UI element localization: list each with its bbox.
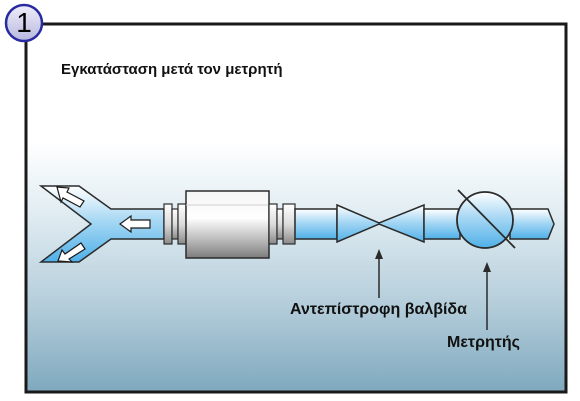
pipe-segment-2 xyxy=(423,208,461,240)
meter-pointer-arrow xyxy=(483,262,491,330)
flow-arrow-icon xyxy=(118,214,151,234)
check-valve-symbol xyxy=(336,203,425,244)
meter-label: Μετρητής xyxy=(447,334,520,351)
flow-arrow-lower-icon xyxy=(57,242,86,263)
filter-housing xyxy=(185,190,270,259)
y-branch-pipe xyxy=(38,185,165,263)
meter-symbol xyxy=(456,189,516,249)
diagram-title: Εγκατάσταση μετά τον μετρητή xyxy=(61,61,283,78)
flow-arrow-upper-icon xyxy=(56,186,85,208)
pipe-segment-3 xyxy=(509,208,555,240)
step-badge xyxy=(4,3,44,43)
check-valve-label: Αντεπίστροφη βαλβίδα xyxy=(290,301,467,318)
step-number: 1 xyxy=(16,7,32,38)
union-nut-right xyxy=(268,203,296,245)
pipe-segment-1 xyxy=(294,208,338,240)
valve-pointer-arrow xyxy=(375,249,383,298)
union-nut-left xyxy=(163,203,187,245)
